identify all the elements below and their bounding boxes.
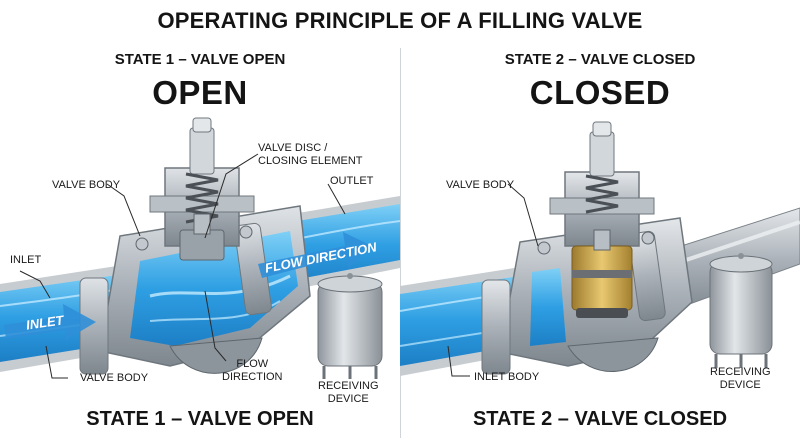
valve-body-cutaway xyxy=(79,205,311,375)
label-inlet: INLET xyxy=(10,254,42,266)
receiving-tank xyxy=(317,273,383,379)
label-flow-direction-line1: FLOW xyxy=(236,358,269,370)
closed-valve-illustration xyxy=(400,121,800,377)
label-leader-lines-closed xyxy=(447,183,539,377)
label-valve-disc-line1: VALVE DISC / xyxy=(258,142,328,154)
panel-divider xyxy=(400,48,401,438)
label-flow-direction: FLOW DIRECTION xyxy=(222,358,283,384)
open-state-title: OPEN xyxy=(152,74,248,111)
label-valve-body-top-closed: VALVE BODY xyxy=(446,179,515,191)
open-state-header: STATE 1 – VALVE OPEN xyxy=(114,51,286,68)
label-inlet-body: INLET BODY xyxy=(474,371,540,383)
valve-disc-closed xyxy=(571,229,633,318)
label-valve-disc: VALVE DISC / CLOSING ELEMENT xyxy=(258,142,363,168)
open-state-footer: STATE 1 – VALVE OPEN xyxy=(86,408,314,430)
closed-state-title: CLOSED xyxy=(529,74,671,111)
label-receiving-closed-line2: DEVICE xyxy=(719,379,761,391)
label-valve-body-bottom: VALVE BODY xyxy=(80,372,149,384)
closed-state-footer: STATE 2 – VALVE CLOSED xyxy=(472,408,728,430)
inlet-arrow xyxy=(4,304,96,340)
receiving-tank-closed xyxy=(709,253,773,368)
label-flow-direction-line2: DIRECTION xyxy=(222,371,283,383)
open-state-panel: STATE 1 – VALVE OPEN OPEN VALVE DISC / C… xyxy=(0,46,400,447)
label-receiving-device: RECEIVING DEVICE xyxy=(318,380,379,406)
closed-state-header: STATE 2 – VALVE CLOSED xyxy=(504,51,696,68)
label-receiving-line1: RECEIVING xyxy=(318,380,379,392)
label-receiving-line2: DEVICE xyxy=(327,393,369,405)
diagram-title: OPERATING PRINCIPLE OF A FILLING VALVE xyxy=(157,8,643,33)
closed-state-panel: STATE 2 – VALVE CLOSED CLOSED VALVE BODY… xyxy=(400,46,800,447)
label-valve-disc-line2: CLOSING ELEMENT xyxy=(258,155,363,167)
label-outlet: OUTLET xyxy=(330,175,374,187)
label-valve-body-top: VALVE BODY xyxy=(52,179,121,191)
label-receiving-device-closed: RECEIVING DEVICE xyxy=(710,366,771,392)
label-leader-lines xyxy=(19,153,346,379)
open-valve-illustration xyxy=(0,117,400,379)
label-receiving-closed-line1: RECEIVING xyxy=(710,366,771,378)
flow-direction-arrow xyxy=(258,232,372,278)
